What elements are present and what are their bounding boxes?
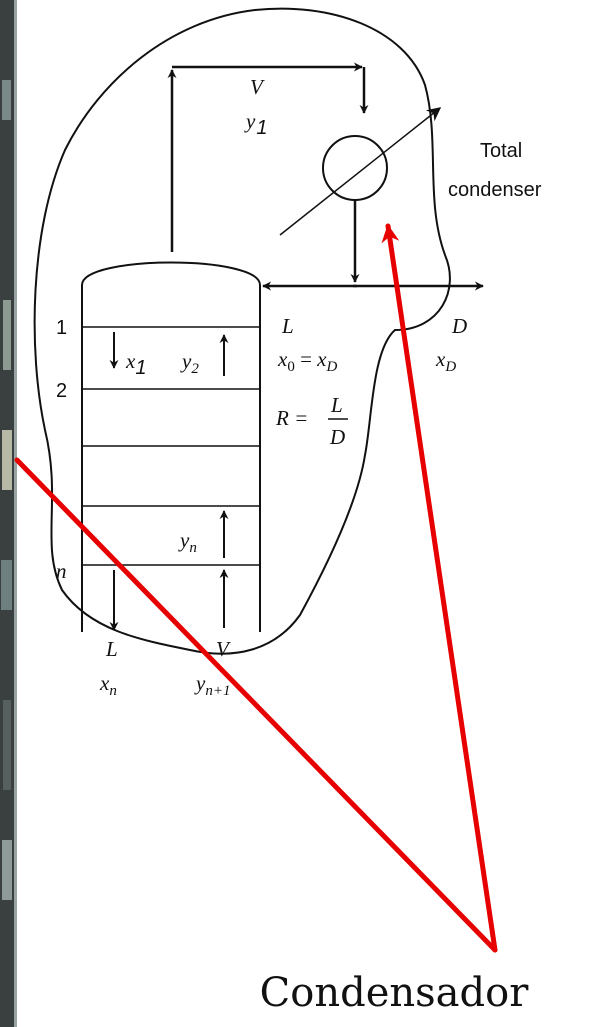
bottom-liquid-flow-label: L [105, 637, 118, 661]
distillation-column [81, 261, 261, 632]
reflux-ratio-lhs: R = [275, 406, 308, 430]
bottom-liquid-composition-label: xn [99, 671, 117, 699]
liquid-stage1-label: x1 [125, 349, 146, 379]
condenser-annotation-pointers [14, 223, 498, 953]
vapor-stage-n-label: yn [178, 528, 197, 556]
reflux-composition-label: x0 = xD [277, 347, 338, 375]
distillate-flow-label: D [451, 314, 467, 338]
vapor-stage2-label: y2 [180, 349, 199, 377]
top-vapor-flow-label: V [250, 75, 265, 99]
bottom-vapor-composition-label: yn+1 [194, 671, 230, 699]
background-photo-edge [0, 0, 17, 1027]
stage-stream-arrows [109, 332, 229, 631]
bottom-vapor-flow-label: V [216, 637, 231, 661]
stage-2-label: 2 [56, 380, 67, 402]
overhead-vapor-line [167, 62, 369, 252]
condensador-caption: Condensador [260, 970, 530, 1016]
reflux-ratio-denominator: D [329, 425, 345, 449]
reflux-ratio-numerator: L [330, 393, 343, 417]
reflux-flow-label: L [281, 314, 294, 338]
control-volume-boundary [33, 7, 451, 655]
condenser-label-line2: condenser [448, 179, 542, 201]
stage-n-label: n [56, 559, 67, 583]
stage-1-label: 1 [56, 317, 67, 339]
distillate-composition-label: xD [435, 347, 456, 375]
condenser-label-line1: Total [480, 140, 522, 162]
top-vapor-composition-label: y1 [244, 109, 267, 139]
total-condenser [279, 107, 442, 283]
